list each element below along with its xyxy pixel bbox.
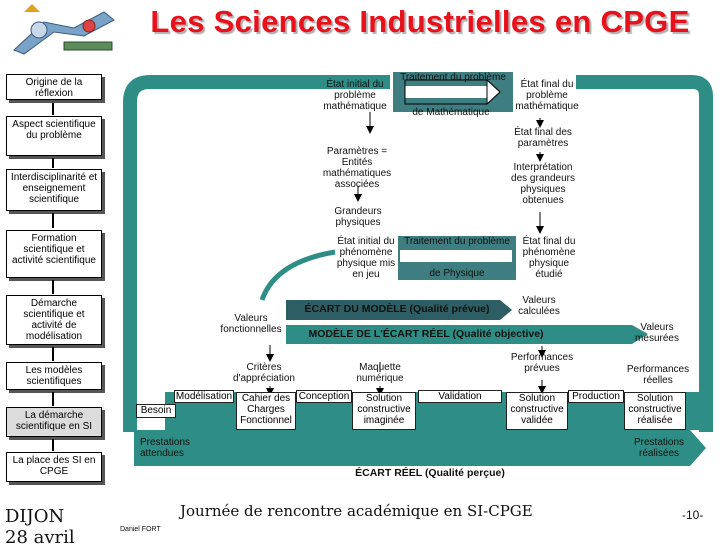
nav-connector	[52, 392, 54, 406]
nav-formation[interactable]: Formation scientifique et activité scien…	[6, 230, 102, 278]
ecart-reel-arrow	[134, 430, 706, 466]
logo-illustration	[4, 2, 122, 58]
page-title: Les Sciences Industrielles en CPGE	[150, 4, 690, 39]
perf-prevues-label: Performances prévues	[510, 352, 574, 374]
curve-arrow	[259, 249, 336, 301]
nav-connector	[52, 158, 54, 168]
conception-box: Conception	[296, 390, 352, 403]
perf-reelles-label: Performances réelles	[626, 364, 690, 386]
besoin-box: Besoin	[136, 404, 176, 418]
nav-connector	[52, 439, 54, 451]
ecart-modele-label: ÉCART DU MODÈLE (Qualité prévue)	[304, 303, 490, 315]
math-final-label: État final du problème mathématique	[515, 79, 579, 112]
final-params-label: État final des paramètres	[514, 127, 572, 149]
nav-origine[interactable]: Origine de la réflexion	[6, 74, 102, 100]
footer-author: Daniel FORT	[120, 526, 161, 533]
modele-ecart-reel-label: MODÈLE DE L'ÉCART RÉEL (Qualité objectiv…	[308, 328, 544, 340]
phys-initial-label: État initial du phénomène physique mis e…	[336, 236, 396, 280]
production-box: Production	[568, 390, 624, 403]
nav-connector	[52, 347, 54, 361]
sol-validee-box: Solution constructive validée	[506, 392, 568, 430]
interpretation-label: Interprétation des grandeurs physiques o…	[511, 162, 575, 206]
maquette-label: Maquette numérique	[356, 362, 404, 384]
grandeurs-label: Grandeurs physiques	[334, 206, 382, 228]
modele-ecart-reel-arrow	[286, 325, 648, 344]
nav-aspect[interactable]: Aspect scientifique du problème	[6, 116, 102, 156]
phys-final-label: État final du phénomène physique étudié	[522, 236, 576, 280]
ecart-modele-arrow	[286, 300, 512, 320]
ecart-reel-label: ÉCART RÉEL (Qualité perçue)	[355, 467, 505, 479]
criteres-label: Critères d'appréciation	[233, 362, 295, 384]
phys-process-top-label: Traitement du problème	[404, 236, 510, 247]
math-process-top-label: Traitement du problème	[400, 72, 506, 83]
sol-realisee-box: Solution constructive réalisée	[624, 392, 686, 430]
footer-date: 28 avril	[5, 527, 75, 548]
nav-connector	[52, 280, 54, 294]
nav-place-si[interactable]: La place des SI en CPGE	[6, 452, 102, 482]
loop-arrow-left	[123, 75, 390, 432]
cahier-box: Cahier des Charges Fonctionnel	[236, 392, 296, 430]
footer-event: Journée de rencontre académique en SI-CP…	[180, 502, 533, 520]
loop-arrow-right	[576, 75, 713, 432]
validation-box: Validation	[418, 390, 502, 403]
nav-demarche[interactable]: Démarche scientifique et activité de mod…	[6, 295, 102, 345]
valeurs-mesurees-label: Valeurs mesurées	[635, 322, 679, 344]
valeurs-fonctionnelles-label: Valeurs fonctionnelles	[220, 313, 282, 335]
prestations-realisees-label: Prestations réalisées	[633, 437, 685, 459]
phys-process-bottom-label: de Physique	[429, 268, 485, 279]
nav-interdisciplinarite[interactable]: Interdisciplinarité et enseignement scie…	[6, 169, 102, 211]
nav-modeles[interactable]: Les modèles scientifiques	[6, 362, 102, 390]
math-process-bottom-label: de Mathématique	[412, 107, 490, 118]
nav-connector	[52, 213, 54, 228]
params-label: Paramètres = Entités mathématiques assoc…	[322, 146, 392, 190]
math-initial-label: État initial du problème mathématique	[323, 79, 387, 112]
nav-demarche-si[interactable]: La démarche scientifique en SI	[6, 407, 102, 437]
sol-imaginee-box: Solution constructive imaginée	[352, 392, 416, 430]
prestations-attendues-label: Prestations attendues	[140, 437, 191, 459]
page-number: -10-	[682, 508, 704, 522]
modelisation-box: Modélisation	[174, 390, 234, 403]
nav-connector	[52, 103, 54, 115]
valeurs-calculees-label: Valeurs calculées	[518, 295, 560, 317]
